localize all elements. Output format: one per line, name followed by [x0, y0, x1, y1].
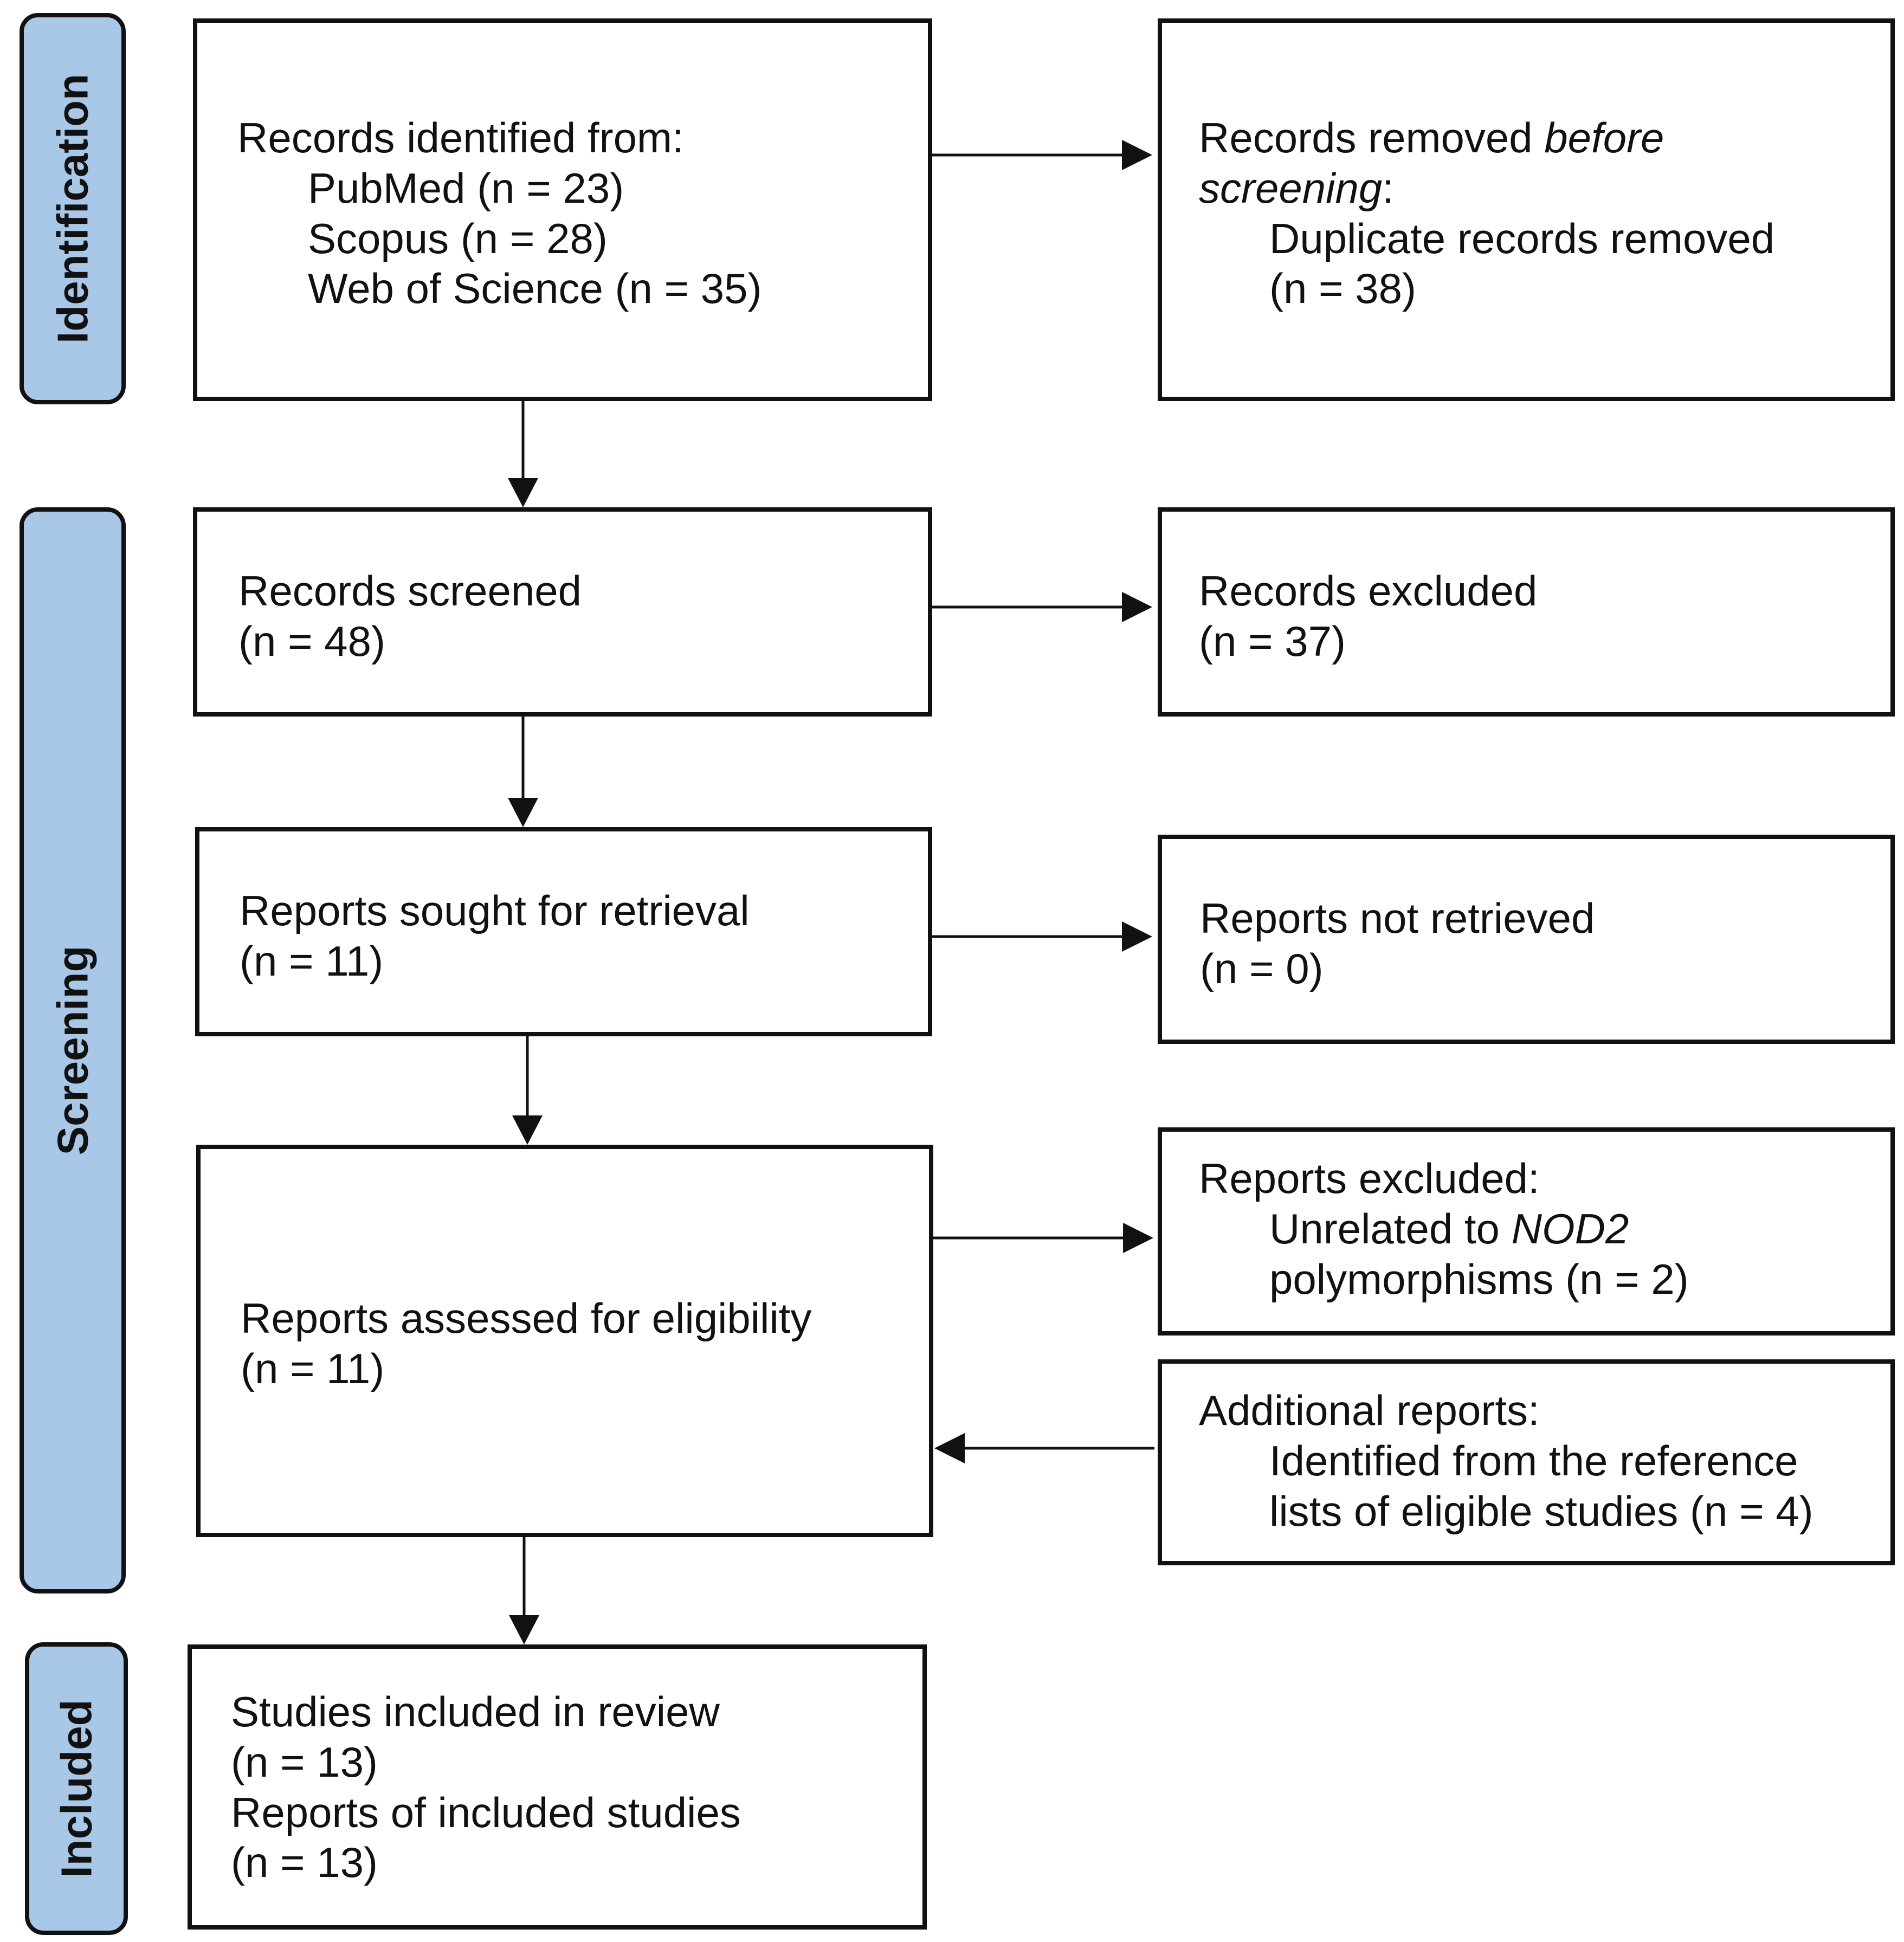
reports-not-retrieved-box: Reports not retrieved (n = 0) — [1158, 835, 1895, 1044]
additional-reports-box: Additional reports: Identified from the … — [1158, 1359, 1895, 1565]
reports-excluded-box: Reports excluded: Unrelated to NOD2 poly… — [1158, 1127, 1895, 1335]
additional-reports-heading: Additional reports: — [1199, 1386, 1540, 1434]
arrowhead-screened — [508, 478, 538, 507]
records-screened-box: Records screened (n = 48) — [193, 507, 932, 717]
source-web-of-science: Web of Science (n = 35) — [308, 264, 762, 313]
reports-not-retrieved-count: (n = 0) — [1200, 944, 1324, 992]
reports-excluded-count: polymorphisms (n = 2) — [1269, 1255, 1689, 1303]
reports-assessed-count: (n = 11) — [241, 1344, 385, 1392]
reports-assessed-box: Reports assessed for eligibility (n = 11… — [196, 1145, 933, 1537]
studies-included-box: Studies included in review (n = 13) Repo… — [188, 1644, 927, 1930]
phase-identification: Identification — [20, 13, 126, 404]
reports-included-count: (n = 13) — [231, 1838, 378, 1887]
records-removed-heading-cont: screening: — [1199, 164, 1394, 212]
reports-sought-label: Reports sought for retrieval — [240, 887, 750, 934]
records-screened-label: Records screened — [238, 567, 582, 615]
records-screened-count: (n = 48) — [238, 617, 385, 665]
records-identified-heading: Records identified from: — [237, 114, 684, 162]
arrowhead-excluded — [1122, 592, 1152, 622]
reports-sought-box: Reports sought for retrieval (n = 11) — [195, 827, 932, 1036]
records-identified-box: Records identified from: PubMed (n = 23)… — [193, 18, 932, 401]
arrowhead-reports-excluded — [1123, 1223, 1153, 1253]
reports-excluded-reason: Unrelated to NOD2 — [1269, 1204, 1629, 1253]
phase-screening: Screening — [20, 507, 126, 1593]
arrowhead-removed — [1122, 140, 1152, 170]
reports-excluded-heading: Reports excluded: — [1199, 1154, 1540, 1202]
records-removed-box: Records removed before screening: Duplic… — [1158, 18, 1895, 401]
records-excluded-count: (n = 37) — [1199, 617, 1346, 665]
arrowhead-included — [509, 1615, 539, 1644]
records-excluded-label: Records excluded — [1199, 567, 1538, 615]
records-excluded-box: Records excluded (n = 37) — [1158, 507, 1895, 717]
additional-reports-detail-1: Identified from the reference — [1269, 1436, 1798, 1485]
phase-included: Included — [25, 1642, 128, 1935]
studies-included-count: (n = 13) — [231, 1738, 378, 1786]
arrowhead-additional — [934, 1433, 965, 1463]
source-scopus: Scopus (n = 28) — [308, 214, 608, 262]
reports-assessed-label: Reports assessed for eligibility — [241, 1294, 812, 1342]
duplicates-removed-label: Duplicate records removed — [1269, 214, 1775, 262]
records-removed-heading: Records removed before — [1199, 114, 1664, 162]
studies-included-label: Studies included in review — [231, 1688, 720, 1735]
arrowhead-sought — [508, 798, 538, 827]
reports-included-label: Reports of included studies — [231, 1788, 741, 1836]
source-pubmed: PubMed (n = 23) — [308, 164, 624, 212]
reports-sought-count: (n = 11) — [240, 937, 384, 985]
duplicates-removed-count: (n = 38) — [1269, 264, 1416, 313]
arrowhead-not-retrieved — [1122, 921, 1152, 952]
arrowhead-assessed — [512, 1115, 543, 1145]
reports-not-retrieved-label: Reports not retrieved — [1200, 894, 1595, 942]
additional-reports-detail-2: lists of eligible studies (n = 4) — [1269, 1487, 1813, 1535]
